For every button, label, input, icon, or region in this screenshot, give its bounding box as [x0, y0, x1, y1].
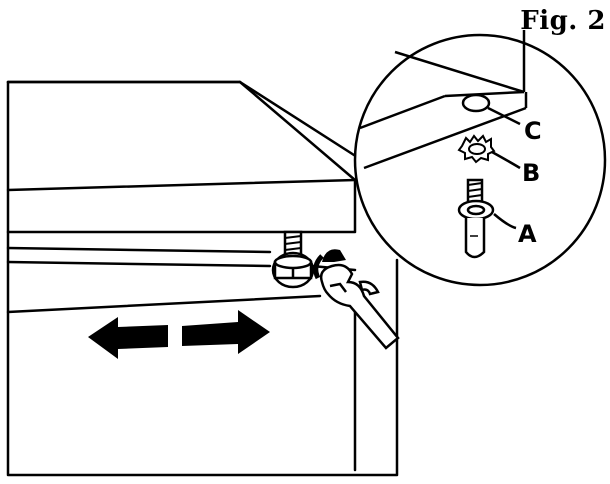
callout-a: A: [518, 220, 537, 248]
part-c-plate: [461, 93, 491, 113]
leveling-foot: [271, 230, 315, 289]
worktop-panel: [6, 80, 370, 234]
front-board: [6, 246, 357, 314]
wrench-icon: [319, 263, 400, 350]
figure-title: Fig. 2: [520, 6, 606, 36]
callout-c: C: [524, 117, 542, 145]
move-right-arrow-icon: [182, 310, 270, 354]
part-b-lock-washer: [457, 134, 496, 164]
callout-b: B: [522, 159, 540, 187]
detail-magnifier: [353, 30, 607, 287]
rotation-arrow-icon: [313, 249, 346, 280]
move-left-arrow-icon: [88, 317, 168, 359]
part-a-threaded-foot: [457, 178, 495, 259]
